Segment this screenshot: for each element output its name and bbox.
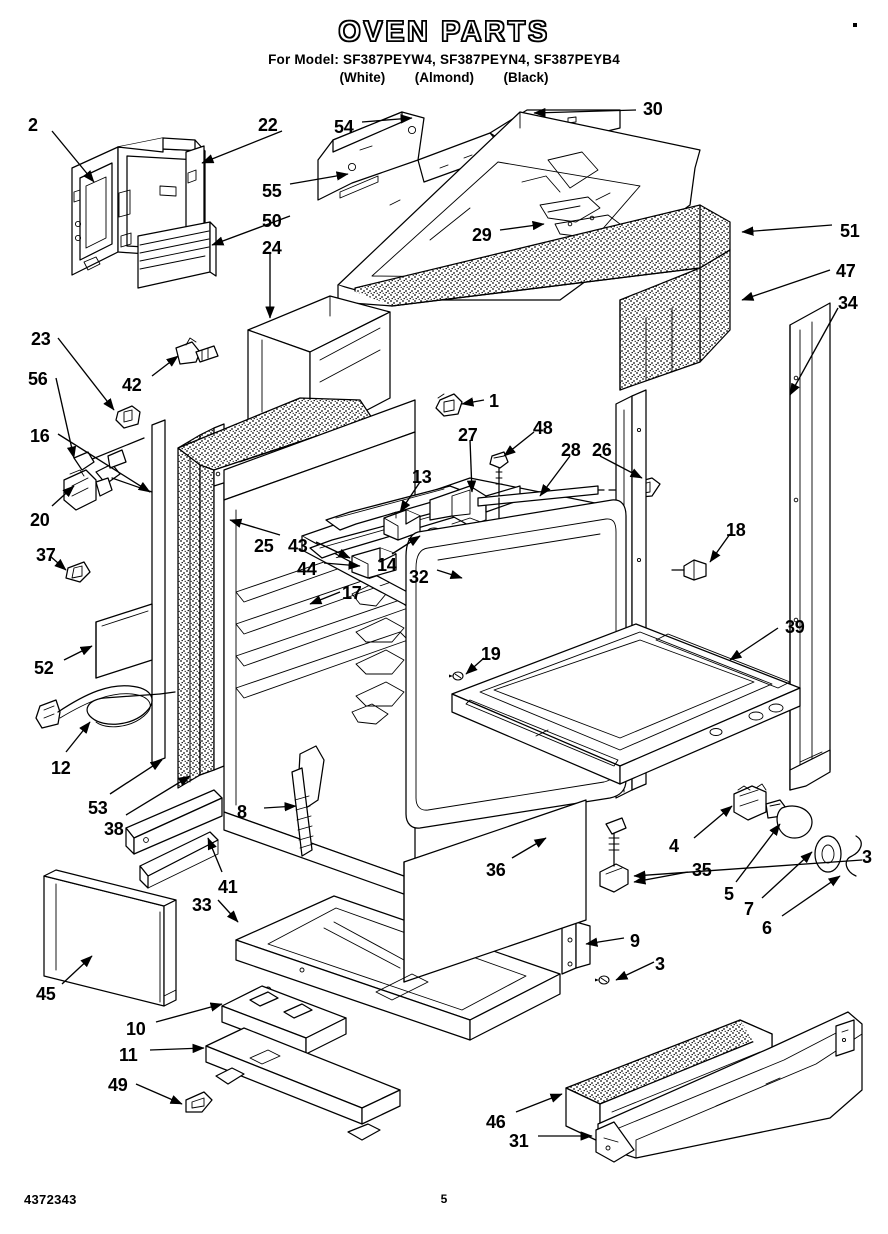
part-right-side-panel	[789, 302, 831, 791]
page-title: OVEN PARTS	[338, 16, 550, 48]
callout-25: 25	[254, 536, 274, 556]
callout-51: 51	[840, 221, 860, 241]
callout-52: 52	[34, 658, 54, 678]
callout-34: 34	[838, 293, 858, 313]
document-part-number: 4372343	[24, 1192, 77, 1207]
callout-43: 43	[288, 536, 308, 556]
part-46-drawer	[565, 1011, 863, 1163]
callout-9: 9	[630, 931, 640, 951]
callout-8: 8	[237, 802, 247, 822]
diagram-header: OVEN PARTS For Model: SF387PEYW4, SF387P…	[0, 16, 888, 87]
callout-19: 19	[481, 644, 501, 664]
callout-47: 47	[836, 261, 856, 281]
callout-17: 17	[342, 583, 362, 603]
part-oven-door	[448, 623, 801, 785]
callout-2: 2	[28, 115, 38, 135]
callout-46: 46	[486, 1112, 506, 1132]
part-18-plug	[671, 559, 707, 581]
callout-32: 32	[409, 567, 429, 587]
callout-30: 30	[643, 99, 663, 119]
page-footer: 4372343 5	[0, 1192, 888, 1216]
callout-24: 24	[262, 238, 282, 258]
callout-39: 39	[785, 617, 805, 637]
callout-4: 4	[669, 836, 679, 856]
part-door-spring	[291, 745, 325, 857]
part-group-left-hardware	[63, 337, 219, 583]
callout-29: 29	[472, 225, 492, 245]
callout-50: 50	[262, 211, 282, 231]
callout-41: 41	[218, 877, 238, 897]
callout-49: 49	[108, 1075, 128, 1095]
callout-33: 33	[192, 895, 212, 915]
callout-5: 5	[724, 884, 734, 904]
part-52-panel	[95, 603, 153, 679]
color-almond: (Almond)	[414, 69, 474, 85]
model-line: For Model: SF387PEYW4, SF387PEYN4, SF387…	[268, 52, 620, 67]
part-45-panel	[43, 869, 177, 1007]
callout-38: 38	[104, 819, 124, 839]
callout-20: 20	[30, 510, 50, 530]
part-control-panel-assembly	[71, 137, 217, 289]
color-black: (Black)	[503, 69, 549, 85]
color-variants: (White) (Almond) (Black)	[0, 70, 888, 87]
callout-6: 6	[762, 918, 772, 938]
callout-18: 18	[726, 520, 746, 540]
callout-26: 26	[592, 440, 612, 460]
part-power-cord	[35, 685, 176, 729]
callout-53: 53	[88, 798, 108, 818]
part-liner-legs	[139, 831, 219, 889]
callout-11: 11	[119, 1045, 138, 1065]
callout-48: 48	[533, 418, 553, 438]
callout-54: 54	[334, 117, 354, 137]
callout-14: 14	[377, 555, 397, 575]
callout-1: 1	[489, 391, 499, 411]
leader-lines	[49, 107, 863, 1141]
callout-10: 10	[126, 1019, 146, 1039]
callout-31: 31	[509, 1131, 529, 1151]
callout-45: 45	[36, 984, 56, 1004]
callout-23: 23	[31, 329, 51, 349]
callout-36: 36	[486, 860, 506, 880]
callout-3: 3	[655, 954, 665, 974]
callout-37: 37	[36, 545, 56, 565]
callout-12: 12	[51, 758, 71, 778]
callout-7: 7	[744, 899, 754, 919]
page-number: 5	[440, 1192, 448, 1206]
callout-55: 55	[262, 181, 282, 201]
callout-35: 35	[692, 860, 712, 880]
part-cooktop-top-frame	[317, 109, 731, 391]
callout-56: 56	[28, 369, 48, 389]
callout-3-alt: 3	[862, 847, 872, 867]
callout-13: 13	[412, 467, 432, 487]
color-white: (White)	[339, 69, 386, 85]
stray-mark	[853, 23, 857, 27]
callout-42: 42	[122, 375, 142, 395]
part-9-bracket	[561, 921, 610, 985]
callout-44: 44	[297, 559, 317, 579]
callout-27: 27	[458, 425, 478, 445]
callout-28: 28	[561, 440, 581, 460]
callout-22: 22	[258, 115, 278, 135]
callout-16: 16	[30, 426, 50, 446]
